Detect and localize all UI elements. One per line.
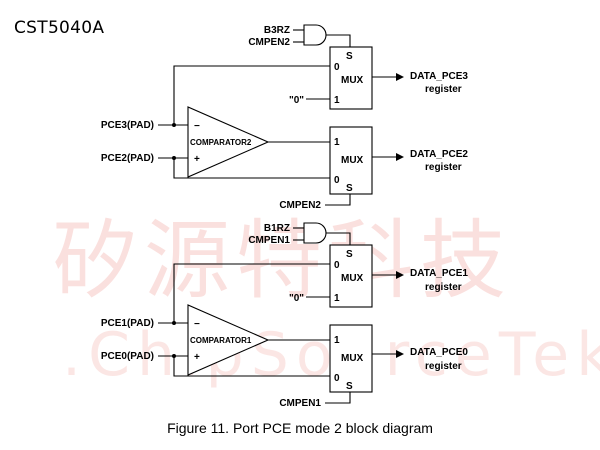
input-pce1-pad: PCE1(PAD) — [101, 318, 154, 329]
mux-pce1-in0: 0 — [334, 260, 340, 271]
and-input-b1rz: B1RZ — [264, 223, 290, 234]
mux-pce1-in1: 1 — [334, 293, 340, 304]
mux-pce1-select: S — [346, 249, 353, 260]
comparator2-minus: − — [194, 121, 200, 132]
mux-pce2 — [329, 126, 373, 195]
and-input-cmpen1-top: CMPEN1 — [248, 235, 290, 246]
out-data-pce1: DATA_PCE1 — [410, 268, 468, 279]
mux-pce2-label: MUX — [341, 155, 364, 166]
mux-pce3-in1: 1 — [334, 95, 340, 106]
mux-pce2-in1: 1 — [334, 137, 340, 148]
mux-pce0-select: S — [346, 381, 353, 392]
mux-pce2-select: S — [346, 183, 353, 194]
const-zero-top: "0" — [289, 95, 304, 106]
comparator1-plus: + — [194, 352, 200, 363]
out-data-pce3: DATA_PCE3 — [410, 71, 468, 82]
mux-pce1-label: MUX — [341, 273, 364, 284]
const-zero-bottom: "0" — [289, 293, 304, 304]
watermark-cn: 矽源特科技 — [52, 211, 512, 311]
out-register-pce1: register — [425, 282, 462, 293]
mux-pce0-label: MUX — [341, 353, 364, 364]
and-gate-top — [303, 24, 327, 46]
mux-pce2-in0: 0 — [334, 175, 340, 186]
comparator2 — [187, 106, 270, 178]
mux-pce3 — [329, 46, 373, 110]
out-data-pce0: DATA_PCE0 — [410, 347, 468, 358]
mux-pce0-in0: 0 — [334, 373, 340, 384]
comparator1-label: COMPARATOR1 — [190, 336, 252, 345]
comparator1 — [187, 304, 270, 376]
out-data-pce2: DATA_PCE2 — [410, 149, 468, 160]
mux-pce3-label: MUX — [341, 75, 364, 86]
select-cmpen1: CMPEN1 — [279, 398, 321, 409]
mux-pce0-in1: 1 — [334, 335, 340, 346]
mux-pce1 — [329, 244, 373, 308]
out-register-pce2: register — [425, 162, 462, 173]
out-register-pce3: register — [425, 84, 462, 95]
input-pce3-pad: PCE3(PAD) — [101, 120, 154, 131]
node-pce1 — [172, 321, 176, 325]
figure-caption: Figure 11. Port PCE mode 2 block diagram — [167, 420, 433, 436]
and-input-b3rz: B3RZ — [264, 25, 290, 36]
comparator1-minus: − — [194, 319, 200, 330]
and-gate-bottom — [303, 222, 327, 244]
mux-pce3-in0: 0 — [334, 62, 340, 73]
out-register-pce0: register — [425, 361, 462, 372]
node-pce3 — [172, 123, 176, 127]
comparator2-label: COMPARATOR2 — [190, 138, 252, 147]
comparator2-plus: + — [194, 154, 200, 165]
and-input-cmpen2-top: CMPEN2 — [248, 37, 290, 48]
page-title: CST5040A — [14, 18, 105, 38]
mux-pce0 — [329, 324, 373, 393]
input-pce0-pad: PCE0(PAD) — [101, 351, 154, 362]
mux-pce3-select: S — [346, 51, 353, 62]
input-pce2-pad: PCE2(PAD) — [101, 153, 154, 164]
select-cmpen2: CMPEN2 — [279, 200, 321, 211]
